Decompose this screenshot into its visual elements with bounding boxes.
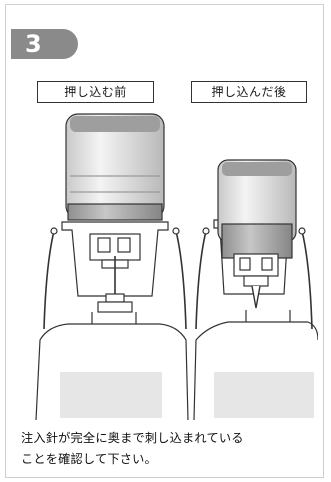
jug-label-right [214, 372, 314, 418]
before-diagram [35, 113, 189, 420]
water-bottle-needle-illustration [35, 113, 318, 420]
instruction-text: 注入針が完全に奥まで刺し込まれている ことを確認して下さい。 [21, 428, 321, 470]
wire-handle-left [43, 230, 187, 330]
needle-right [251, 285, 261, 309]
instruction-line-1: 注入針が完全に奥まで刺し込まれている [21, 431, 244, 445]
jug-label-left [60, 372, 162, 418]
after-diagram [193, 159, 318, 420]
step-number-badge: 3 [11, 29, 78, 59]
water-jug-right [193, 321, 318, 420]
before-insertion-label: 押し込む前 [37, 81, 154, 103]
wire-handle-right [195, 230, 313, 330]
water-jug-left [35, 323, 189, 420]
after-insertion-label: 押し込んだ後 [191, 81, 307, 103]
instruction-line-2: ことを確認して下さい。 [21, 452, 157, 466]
